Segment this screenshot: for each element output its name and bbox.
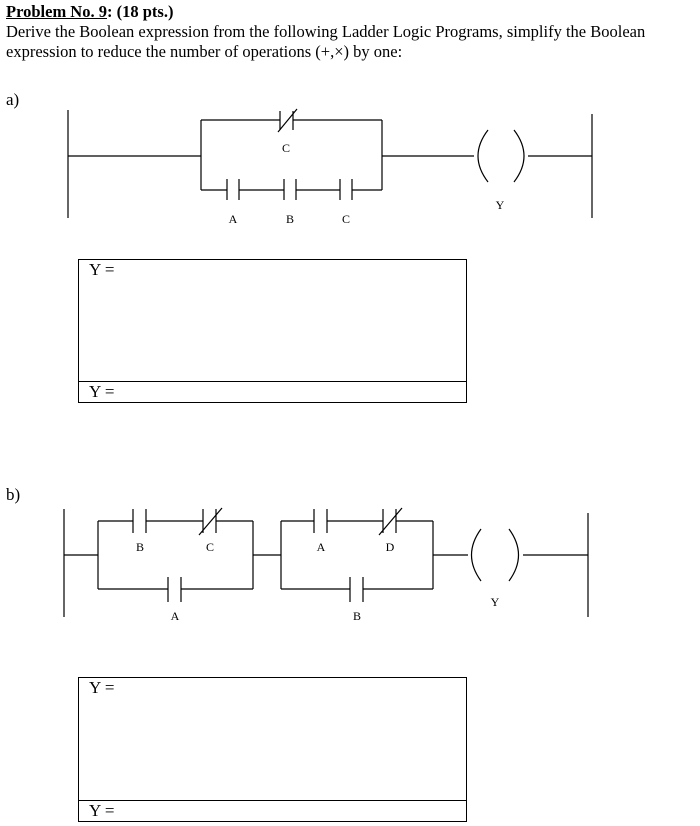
- contact-label-b-g2-a: A: [317, 540, 326, 554]
- answer-a-initial: Y =: [89, 260, 115, 279]
- answer-a-simplified: Y =: [79, 381, 466, 402]
- problem-instructions: Derive the Boolean expression from the f…: [6, 22, 646, 61]
- coil-right-arc: [513, 129, 525, 183]
- contact-label-b-g1-c: C: [206, 540, 214, 554]
- contact-label-a-bottom-a: A: [229, 212, 238, 226]
- part-b-label: b): [6, 485, 21, 504]
- ladder-diagram-b: B C A A D B Y: [63, 507, 589, 623]
- part-a-label: a): [6, 90, 20, 109]
- contact-label-b-g2-d: D: [386, 540, 395, 554]
- coil-label-a: Y: [496, 198, 505, 212]
- answer-b-initial: Y =: [89, 678, 115, 697]
- contact-label-b-g1-b: B: [136, 540, 144, 554]
- nc-slash: [277, 108, 298, 133]
- contact-label-b-g1-a: A: [171, 609, 180, 623]
- answer-b-simplified: Y =: [79, 800, 466, 821]
- contact-label-a-bottom-c: C: [342, 212, 350, 226]
- answer-box-b: Y = Y =: [78, 677, 467, 822]
- answer-box-a: Y = Y =: [78, 259, 467, 403]
- problem-header: Problem No. 9: (18 pts.) Derive the Bool…: [6, 2, 696, 62]
- contact-label-a-bottom-b: B: [286, 212, 294, 226]
- contact-label-a-top-c: C: [282, 141, 290, 155]
- problem-number: Problem No. 9: [6, 2, 107, 21]
- problem-points: : (18 pts.): [106, 2, 174, 21]
- coil-label-b: Y: [491, 595, 500, 609]
- problem-title: Problem No. 9: (18 pts.): [6, 2, 696, 22]
- coil-left-arc: [477, 129, 489, 183]
- ladder-diagram-a: C A B C Y: [67, 108, 593, 226]
- contact-label-b-g2-b: B: [353, 609, 361, 623]
